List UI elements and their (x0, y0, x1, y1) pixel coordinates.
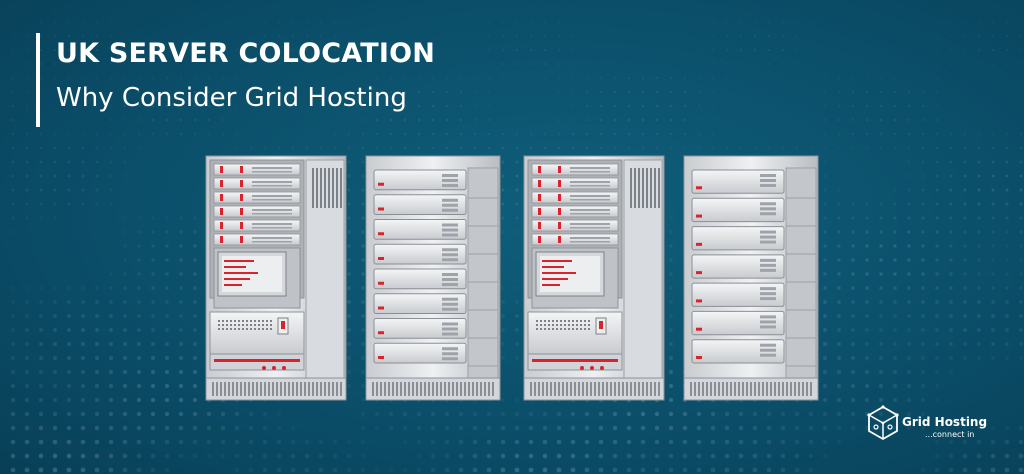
cube-network-icon (867, 405, 899, 441)
server-rack-4 (683, 155, 819, 401)
subheadline: Why Consider Grid Hosting (56, 83, 407, 113)
server-rack-3 (523, 155, 665, 401)
logo-tagline: ...connect in (925, 430, 975, 439)
logo-name: Grid Hosting (902, 415, 988, 429)
headline: UK SERVER COLOCATION (56, 38, 436, 69)
server-rack-1 (205, 155, 347, 401)
title-accent-bar (36, 33, 40, 127)
grid-hosting-logo[interactable]: Grid Hosting ...connect in (866, 405, 996, 445)
server-rack-2 (365, 155, 501, 401)
